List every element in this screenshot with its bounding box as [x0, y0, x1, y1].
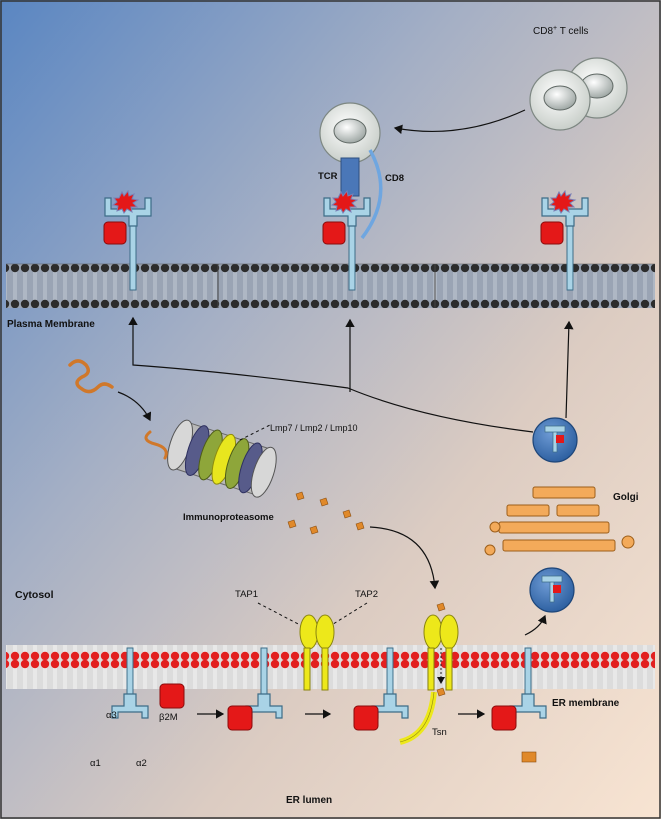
er-to-golgi-arrow — [524, 614, 547, 636]
tap2-label: TAP2 — [355, 589, 378, 600]
transport-vesicle-upper — [532, 417, 578, 463]
cytosol-label: Cytosol — [15, 589, 54, 601]
b2m-free — [159, 683, 185, 709]
cd8-t-cells — [529, 57, 628, 131]
tcell-arrow — [393, 109, 526, 135]
b2m-block — [103, 221, 127, 245]
mhc-er-loading — [353, 647, 409, 731]
tcr-label: TCR — [318, 171, 338, 182]
tap-transporter-2 — [423, 614, 459, 691]
engaging-t-cell — [319, 102, 381, 164]
peptide-fragments — [287, 491, 365, 535]
b2m-block — [540, 221, 564, 245]
peptide-star — [330, 189, 359, 214]
mhc-er-loaded — [491, 647, 547, 763]
plasma-membrane — [6, 264, 655, 308]
tap1-label: TAP1 — [235, 589, 258, 600]
cd8-coreceptor — [360, 149, 383, 240]
peptide-to-tap-arrow — [369, 526, 440, 590]
immunoproteasome-label: Immunoproteasome — [183, 512, 274, 523]
protein-to-proteasome-arrow — [117, 391, 152, 422]
cd8-t-cells-label: CD8+ T cells — [533, 25, 588, 37]
peptide-star — [111, 189, 140, 214]
golgi-label: Golgi — [613, 492, 639, 503]
transport-vesicle-lower — [529, 567, 575, 613]
protein-entering — [144, 430, 168, 460]
mhc-surface-2 — [322, 189, 371, 291]
traffic-arrow-left — [128, 316, 534, 433]
cd8-label: CD8 — [385, 173, 404, 184]
mhc-surface-1 — [103, 189, 152, 291]
b2m-block — [322, 221, 346, 245]
er-membrane-label: ER membrane — [552, 698, 620, 709]
mhc-er-b2m — [227, 647, 283, 731]
b2m-label: β2M — [159, 712, 178, 723]
plasma-membrane-label: Plasma Membrane — [7, 319, 95, 330]
peptide-star — [548, 189, 577, 214]
alpha2-label: α2 — [136, 758, 147, 769]
peptide-at-tap — [436, 602, 446, 612]
golgi-apparatus — [484, 486, 635, 556]
mhc-surface-3 — [540, 189, 589, 291]
tap-transporter-1 — [299, 614, 335, 691]
alpha3-label: α3 — [106, 710, 117, 721]
er-lumen-label: ER lumen — [286, 795, 332, 806]
tsn-label: Tsn — [432, 727, 447, 738]
traffic-arrow-right — [563, 320, 574, 419]
er-membrane — [6, 645, 655, 689]
alpha1-label: α1 — [90, 758, 101, 769]
immunoproteasome — [167, 419, 277, 498]
tcr-receptor — [340, 157, 360, 197]
peptide-in-er — [436, 687, 446, 697]
lmp-label: Lmp7 / Lmp2 / Lmp10 — [270, 423, 358, 433]
unfolded-protein — [68, 359, 114, 394]
